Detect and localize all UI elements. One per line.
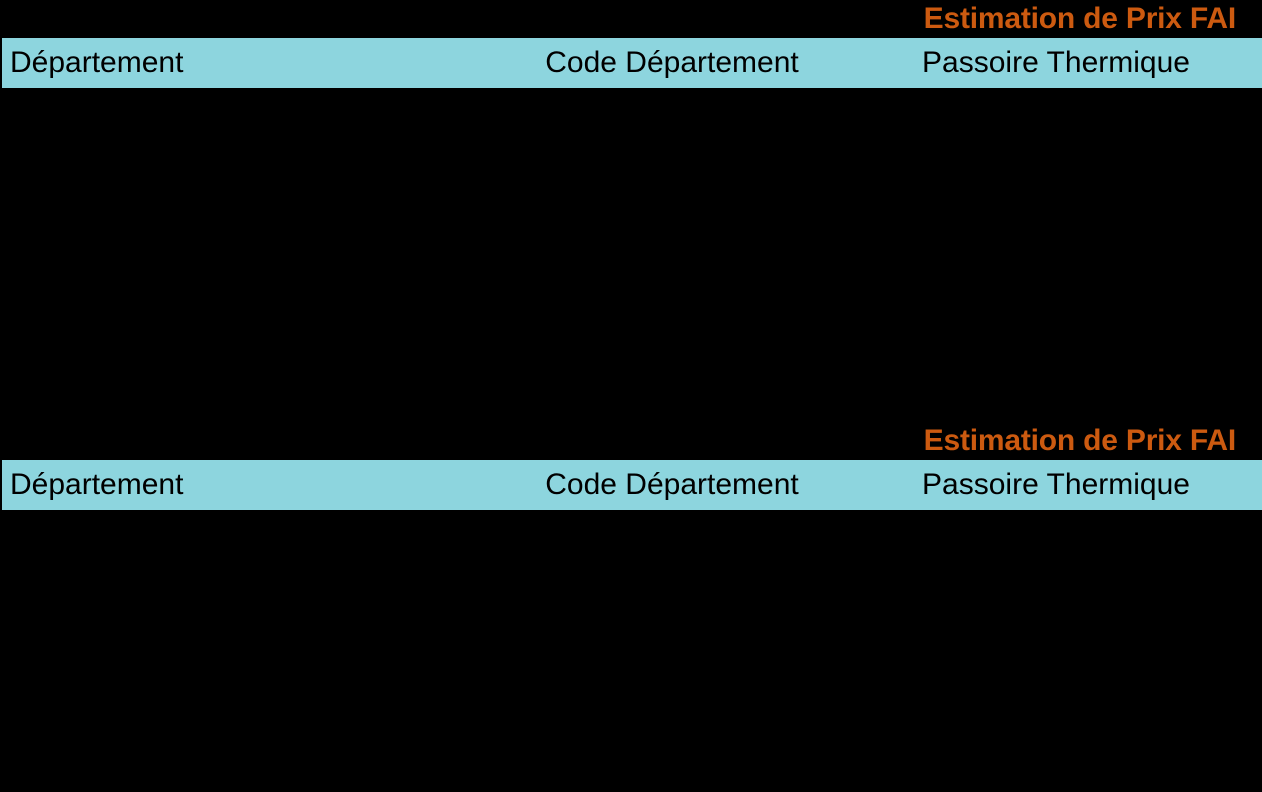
table-header-row-1: Département Code Département Passoire Th…: [0, 38, 1262, 88]
table-block-2: Estimation de Prix FAI Département Code …: [0, 422, 1262, 777]
table-title-1: Estimation de Prix FAI: [923, 2, 1237, 35]
table-body-1: [0, 88, 1262, 410]
table-body-2: [0, 510, 1262, 777]
column-header-passoire-thermique-1[interactable]: Passoire Thermique: [922, 46, 1190, 79]
column-header-departement-2[interactable]: Département: [10, 468, 184, 501]
table-title-2: Estimation de Prix FAI: [923, 424, 1237, 457]
table-header-row-2: Département Code Département Passoire Th…: [0, 460, 1262, 510]
column-header-code-departement-1[interactable]: Code Département: [545, 46, 799, 79]
column-header-code-departement-2[interactable]: Code Département: [545, 468, 799, 501]
column-header-departement-1[interactable]: Département: [10, 46, 184, 79]
column-header-passoire-thermique-2[interactable]: Passoire Thermique: [922, 468, 1190, 501]
table-block-1: Estimation de Prix FAI Département Code …: [0, 2, 1262, 410]
